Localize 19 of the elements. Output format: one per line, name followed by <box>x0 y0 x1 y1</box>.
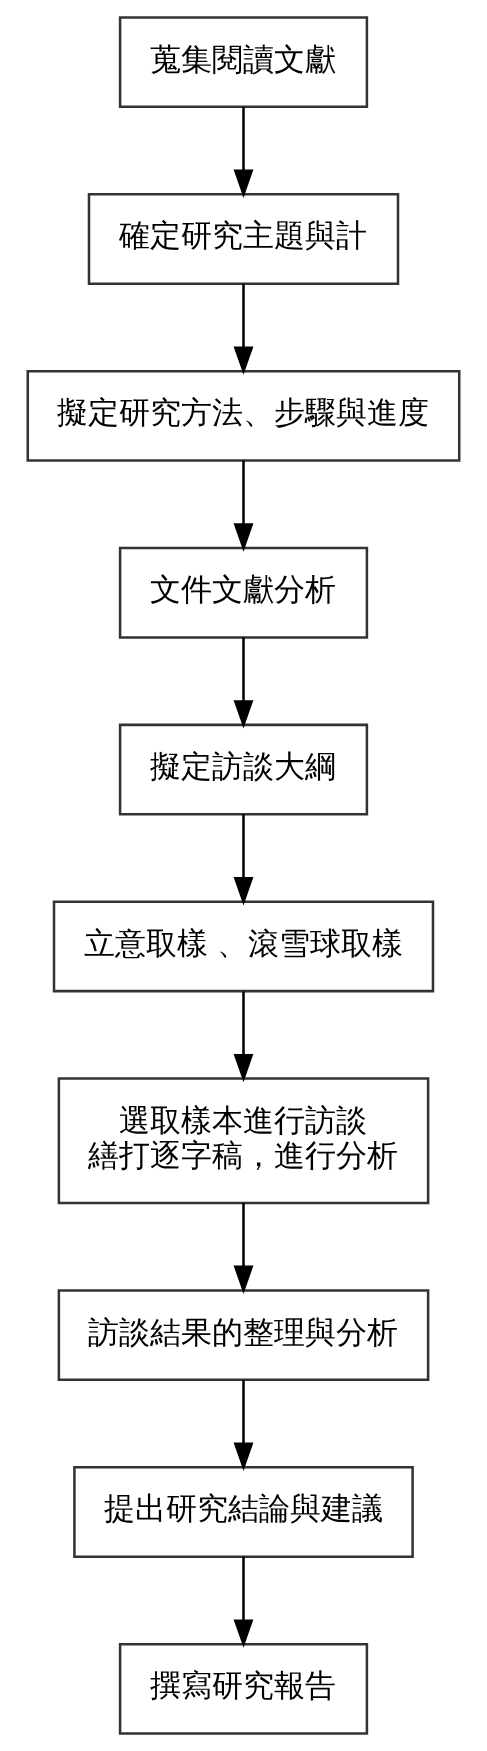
arrow <box>233 1203 254 1295</box>
arrow <box>233 460 254 552</box>
node-box: 訪談結果的整理與分析 <box>57 1289 430 1382</box>
arrow <box>233 637 254 729</box>
node-box: 擬定訪談大綱 <box>118 723 369 816</box>
node-box: 擬定研究方法、步驟與進度 <box>26 369 461 462</box>
node-box: 選取樣本進行訪談 繕打逐字稿，進行分析 <box>57 1077 430 1205</box>
arrow <box>233 1556 254 1648</box>
arrow <box>233 814 254 906</box>
node-box: 蒐集閱讀文獻 <box>118 16 369 109</box>
node-box: 撰寫研究報告 <box>118 1642 369 1735</box>
arrow <box>233 1379 254 1471</box>
node-box: 立意取樣 、滾雪球取樣 <box>52 900 435 993</box>
node-box: 文件文獻分析 <box>118 546 369 639</box>
arrow <box>233 283 254 375</box>
arrow <box>233 991 254 1083</box>
node-box: 確定研究主題與計 <box>87 193 400 285</box>
node-box: 提出研究結論與建議 <box>73 1466 414 1558</box>
arrow <box>233 106 254 199</box>
